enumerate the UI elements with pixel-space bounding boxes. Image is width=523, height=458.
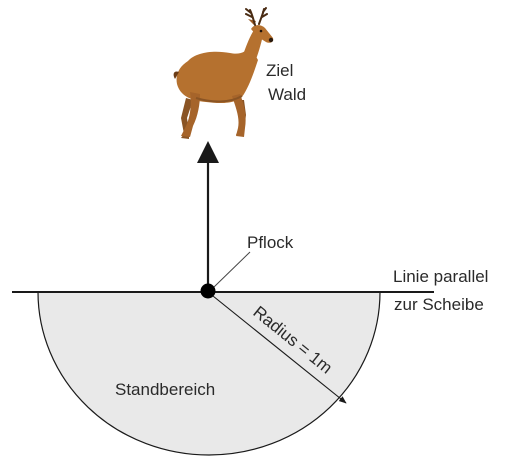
parallel-line-label-line1: Linie parallel	[393, 267, 488, 286]
stake-dot-icon	[200, 283, 216, 299]
stake-label: Pflock	[247, 233, 294, 252]
standing-area-semicircle	[37, 291, 381, 456]
radius-line	[207, 291, 347, 404]
standing-area-label: Standbereich	[115, 380, 215, 399]
target-label-line2: Wald	[268, 85, 306, 104]
stake-pointer-line	[213, 251, 251, 288]
deer-icon	[173, 7, 274, 139]
parallel-line-label-line2: zur Scheibe	[394, 295, 484, 314]
target-label-line1: Ziel	[266, 61, 293, 80]
